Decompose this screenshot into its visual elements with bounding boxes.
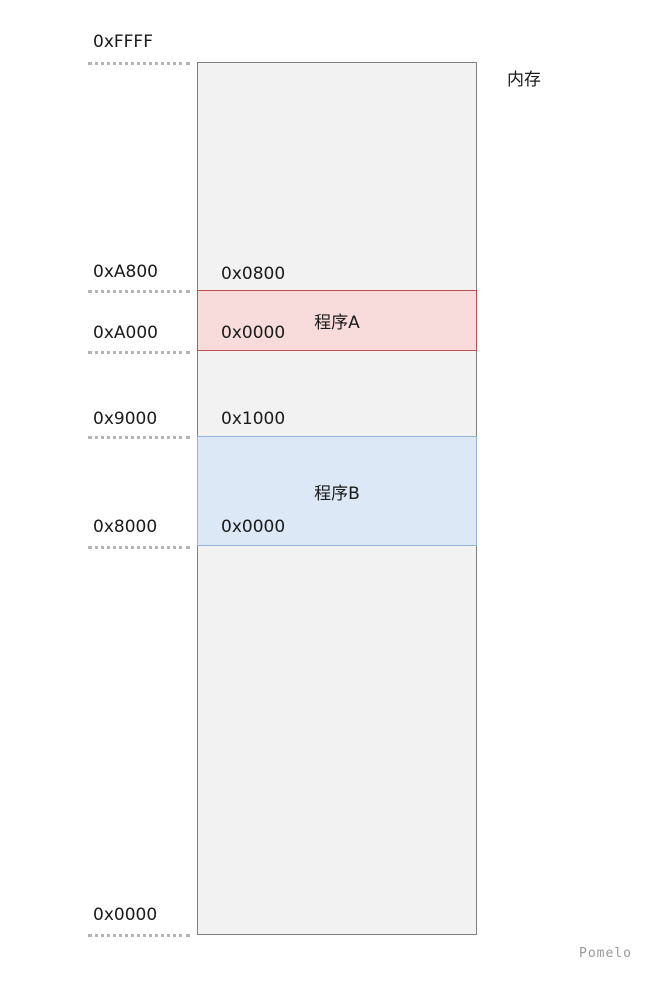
address-label-0000: 0x0000 xyxy=(93,905,158,925)
program-a-region: 程序A xyxy=(197,290,477,351)
program-b-region: 程序B xyxy=(197,436,477,546)
program-a-offset-top: 0x0800 xyxy=(221,264,286,284)
address-label-a000: 0xA000 xyxy=(93,323,158,343)
boundary-line-a800 xyxy=(88,290,190,293)
program-b-label: 程序B xyxy=(314,483,360,504)
program-b-offset-base: 0x0000 xyxy=(221,517,286,537)
address-label-a800: 0xA800 xyxy=(93,262,158,282)
boundary-line-ffff xyxy=(88,62,190,65)
program-a-label: 程序A xyxy=(314,313,360,333)
watermark-text: Pomelo xyxy=(579,946,632,961)
boundary-line-8000 xyxy=(88,546,190,549)
program-a-offset-base: 0x0000 xyxy=(221,323,286,343)
boundary-line-9000 xyxy=(88,436,190,439)
address-label-9000: 0x9000 xyxy=(93,409,158,429)
diagram-title: 内存 xyxy=(507,70,541,90)
program-b-offset-top: 0x1000 xyxy=(221,409,286,429)
address-label-8000: 0x8000 xyxy=(93,517,158,537)
boundary-line-a000 xyxy=(88,351,190,354)
address-label-ffff: 0xFFFF xyxy=(93,32,153,52)
boundary-line-0000 xyxy=(88,934,190,937)
